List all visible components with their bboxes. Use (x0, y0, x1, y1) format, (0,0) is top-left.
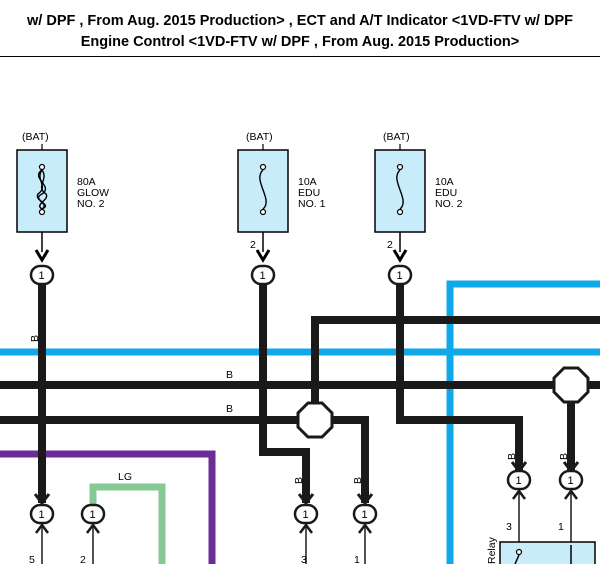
wire-color-labels: B B B B B B B LG (29, 335, 570, 484)
svg-text:1: 1 (516, 475, 522, 487)
fuse-name-1: EDU (298, 187, 320, 199)
connector-relay-right: 1 (558, 461, 584, 545)
fuse-source-label: (BAT) (383, 131, 410, 143)
fuse-name-2: NO. 2 (435, 198, 463, 210)
wire-color-b: B (558, 453, 570, 460)
svg-text:1: 1 (397, 270, 403, 282)
svg-text:1: 1 (260, 270, 266, 282)
fuse-rating: 10A (435, 176, 454, 188)
splice-point-2 (552, 366, 590, 404)
pin-number: 3 (506, 521, 512, 533)
connector-edu1-bottom: 1 (293, 493, 319, 564)
fuse-name-1: EDU (435, 187, 457, 199)
svg-text:1: 1 (568, 475, 574, 487)
connector-lg-bottom: 1 (80, 503, 106, 564)
fuse-edu-no1: (BAT) 10A EDU NO. 1 2 (237, 131, 326, 263)
bottom-pin-numbers: 5 2 3 1 3 1 (29, 521, 564, 564)
wire-edu1 (259, 285, 310, 503)
pin-number: 1 (558, 521, 564, 533)
connector-oval: 1 (29, 264, 55, 286)
fuse-rating: 10A (298, 176, 317, 188)
pin-number: 1 (354, 554, 360, 564)
fuse-pin-number: 2 (250, 239, 256, 251)
svg-text:1: 1 (39, 270, 45, 282)
wire-color-b: B (226, 369, 233, 381)
svg-text:1: 1 (90, 509, 96, 521)
connector-relay-left: 1 (506, 461, 532, 545)
top-connectors: 1 1 1 (29, 264, 413, 286)
svg-text:1: 1 (303, 509, 309, 521)
fuse-glow-no2: (BAT) 80A GLOW NO. 2 (16, 131, 109, 263)
wire-edu2 (396, 285, 523, 470)
header-line-2: Engine Control <1VD-FTV w/ DPF , From Au… (80, 34, 520, 50)
connector-bus-bottom: 1 (352, 493, 378, 564)
purple-wire (0, 450, 216, 564)
connector-oval: 1 (250, 264, 276, 286)
black-wires (0, 285, 600, 503)
svg-text:1: 1 (362, 509, 368, 521)
fuse-rating: 80A (77, 176, 96, 188)
fuse-pin-number: 2 (387, 239, 393, 251)
fuse-name-2: NO. 2 (77, 198, 105, 210)
fuse-source-label: (BAT) (246, 131, 273, 143)
svg-text:1: 1 (39, 509, 45, 521)
fuse-source-label: (BAT) (22, 131, 49, 143)
wire-bus-lower (0, 416, 369, 503)
connector-oval: 1 (387, 264, 413, 286)
blue-wire-loop (446, 280, 600, 564)
wire-color-b: B (506, 453, 518, 460)
header-line-1: w/ DPF , From Aug. 2015 Production> , EC… (27, 13, 573, 29)
relay-label: Relay (486, 536, 498, 564)
wire-color-b: B (29, 335, 41, 342)
splice-point-1 (296, 401, 334, 439)
pin-number: 5 (29, 554, 35, 564)
fuse-edu-no2: (BAT) 10A EDU NO. 2 2 (374, 131, 463, 263)
pin-number: 3 (301, 554, 307, 564)
wire-edu1-branch (311, 316, 600, 437)
wire-color-b: B (352, 477, 364, 484)
bottom-connectors: 1 1 1 1 1 (29, 461, 584, 564)
pin-number: 2 (80, 554, 86, 564)
wire-color-lg: LG (118, 471, 132, 483)
wire-color-b: B (226, 403, 233, 415)
fuse-name-1: GLOW (77, 187, 109, 199)
connector-glow-bottom: 1 (29, 493, 55, 564)
green-wire (89, 483, 166, 564)
relay-box: Relay (486, 536, 596, 564)
wire-color-b: B (293, 477, 305, 484)
fuse-name-2: NO. 1 (298, 198, 326, 210)
header-rule (0, 56, 600, 57)
